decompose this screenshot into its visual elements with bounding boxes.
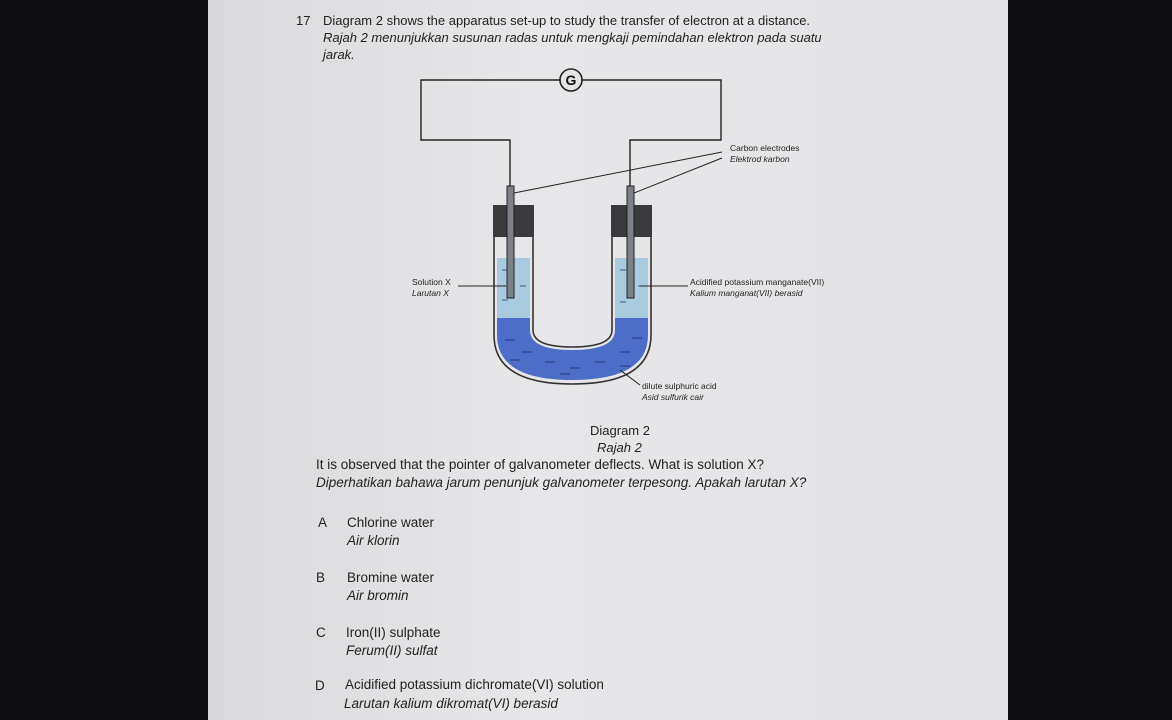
- option-d-text[interactable]: Acidified potassium dichromate(VI) solut…: [345, 677, 604, 692]
- option-a-letter[interactable]: A: [318, 515, 328, 530]
- option-b-text[interactable]: Bromine water: [347, 570, 435, 585]
- option-d-text-ms[interactable]: Larutan kalium dikromat(VI) berasid: [344, 696, 558, 711]
- label-kalium-manganat: Kalium manganat(VII) berasid: [690, 288, 803, 298]
- question-stem-ms-line1: Rajah 2 menunjukkan susunan radas untuk …: [323, 30, 822, 45]
- option-a-text-ms[interactable]: Air klorin: [347, 533, 400, 548]
- dilute-sulphuric-acid: [497, 318, 648, 380]
- right-carbon-electrode: [626, 185, 635, 299]
- option-a-text[interactable]: Chlorine water: [347, 515, 435, 530]
- question-stem-ms-line2: jarak.: [323, 47, 355, 62]
- u-tube: [493, 210, 652, 385]
- question-number: 17: [296, 13, 311, 28]
- diagram-caption-en: Diagram 2: [590, 423, 650, 438]
- observation-question-ms: Diperhatikan bahawa jarum penunjuk galva…: [316, 475, 807, 490]
- galvanometer: [559, 68, 583, 92]
- label-solution-x: Solution X: [412, 277, 451, 287]
- option-c-text-ms[interactable]: Ferum(II) sulfat: [346, 643, 438, 658]
- label-larutan-x: Larutan X: [412, 288, 449, 298]
- circuit-wire: [420, 79, 722, 186]
- observation-question-en: It is observed that the pointer of galva…: [316, 457, 764, 472]
- galvanometer-label: G: [566, 72, 577, 88]
- option-c-letter[interactable]: C: [316, 625, 326, 640]
- question-stem-en: Diagram 2 shows the apparatus set-up to …: [323, 13, 811, 28]
- option-c-text[interactable]: Iron(II) sulphate: [346, 625, 441, 640]
- label-dilute-sulphuric-acid: dilute sulphuric acid: [642, 381, 717, 391]
- left-carbon-electrode: [506, 185, 515, 299]
- label-carbon-electrodes: Carbon electrodes: [730, 143, 799, 153]
- option-d-letter[interactable]: D: [315, 678, 325, 693]
- option-b-letter[interactable]: B: [316, 570, 326, 585]
- option-b-text-ms[interactable]: Air bromin: [347, 588, 409, 603]
- label-asid-sulfurik-cair: Asid sulfurik cair: [641, 392, 705, 402]
- diagram-caption-ms: Rajah 2: [597, 440, 642, 455]
- label-acidified-manganate: Acidified potassium manganate(VII): [690, 277, 824, 287]
- label-elektrod-karbon: Elektrod karbon: [730, 154, 790, 164]
